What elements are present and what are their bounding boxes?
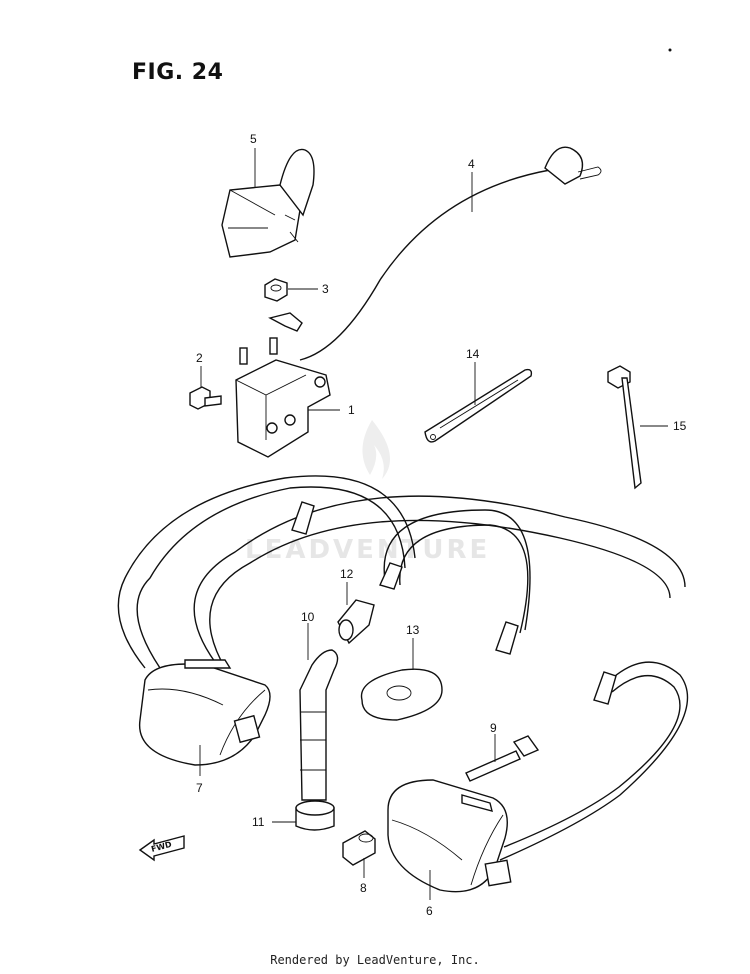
part-13-washer[interactable] [360,668,443,721]
part-2-screw[interactable] [189,386,222,410]
watermark-text: LEADVENTURE [245,535,490,565]
callout-14: 14 [466,347,480,361]
leader-lines [199,148,668,900]
fwd-arrow-icon: FWD [138,835,185,862]
callouts: 5 3 4 2 1 14 15 12 10 13 7 9 11 8 6 [196,132,687,918]
callout-4: 4 [468,157,475,171]
figure-title: FIG. 24 [132,60,224,85]
part-12-grommet[interactable] [337,599,375,645]
high-tension-leads [117,475,689,861]
callout-7: 7 [196,781,203,795]
callout-2: 2 [196,351,203,365]
part-11-boot[interactable] [295,800,335,831]
part-3-nut[interactable] [264,278,288,302]
callout-10: 10 [301,610,315,624]
part-9-bolt[interactable] [465,735,540,782]
watermark: LEADVENTURE [245,420,490,565]
part-7-coil[interactable] [138,659,271,766]
callout-13: 13 [406,623,420,637]
part-1-unit[interactable] [235,337,331,458]
callout-6: 6 [426,904,433,918]
callout-11: 11 [252,815,265,829]
part-10-plug-cap[interactable] [299,649,339,801]
callout-3: 3 [322,282,329,296]
footer-credit: Rendered by LeadVenture, Inc. [270,953,480,967]
part-6-coil[interactable] [387,779,512,893]
speck [668,48,672,52]
part-15-tie[interactable] [607,365,642,490]
callout-12: 12 [340,567,354,581]
part-4-cord[interactable] [268,146,602,361]
callout-5: 5 [250,132,257,146]
callout-8: 8 [360,881,367,895]
callout-1: 1 [348,403,355,417]
callout-9: 9 [490,721,497,735]
part-14-strap[interactable] [424,368,533,443]
callout-15: 15 [673,419,687,433]
part-8-collar[interactable] [342,830,376,866]
part-5-cap[interactable] [221,148,315,258]
